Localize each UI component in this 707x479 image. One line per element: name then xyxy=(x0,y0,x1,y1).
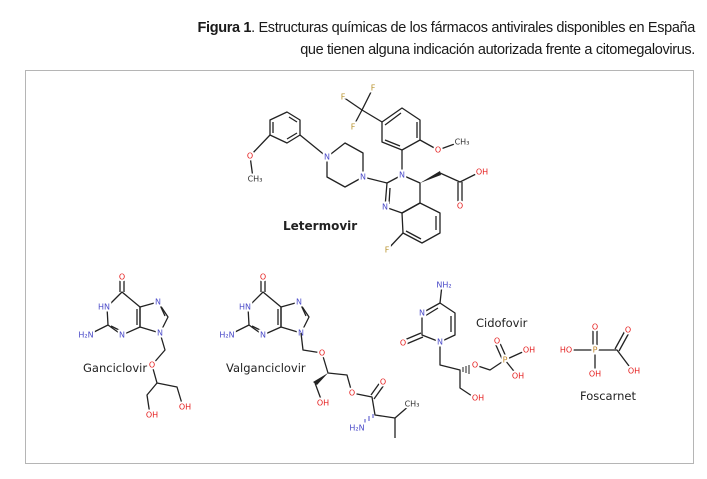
valganciclovir-side-chain: O OH O O H₂N CH₃ xyxy=(300,332,421,438)
svg-text:OH: OH xyxy=(472,394,484,403)
foscarnet-label: Foscarnet xyxy=(580,389,637,403)
svg-text:CH₃: CH₃ xyxy=(455,138,470,147)
svg-text:O: O xyxy=(625,326,631,335)
svg-text:OH: OH xyxy=(523,346,535,355)
svg-text:H₂N: H₂N xyxy=(219,331,234,340)
svg-text:O: O xyxy=(319,349,325,358)
figure-caption: Figura 1. Estructuras químicas de los fá… xyxy=(197,17,696,61)
svg-text:CH₃: CH₃ xyxy=(405,400,420,409)
svg-text:HO: HO xyxy=(560,346,572,355)
svg-text:O: O xyxy=(247,152,253,161)
svg-text:N: N xyxy=(360,173,366,182)
foscarnet-structure: HO P O OH O OH xyxy=(558,321,642,381)
svg-text:O: O xyxy=(400,339,406,348)
svg-text:OH: OH xyxy=(512,372,524,381)
letermovir-label: Letermovir xyxy=(283,219,358,233)
svg-text:H₂N: H₂N xyxy=(78,331,93,340)
svg-text:O: O xyxy=(349,389,355,398)
figure-frame xyxy=(25,70,694,464)
svg-text:F: F xyxy=(385,246,390,255)
svg-text:O: O xyxy=(260,273,266,282)
svg-text:O: O xyxy=(435,146,441,155)
svg-text:HN: HN xyxy=(98,303,110,312)
svg-text:N: N xyxy=(419,309,425,318)
cidofovir-label: Cidofovir xyxy=(476,316,528,330)
svg-text:O: O xyxy=(457,202,463,211)
svg-text:P: P xyxy=(503,356,508,365)
svg-text:N: N xyxy=(157,329,163,338)
svg-text:O: O xyxy=(494,337,500,346)
svg-text:HN: HN xyxy=(239,303,251,312)
svg-text:N: N xyxy=(119,331,125,340)
svg-text:OH: OH xyxy=(628,367,640,376)
svg-text:O: O xyxy=(472,361,478,370)
figure-label: Figura 1 xyxy=(197,20,252,36)
svg-text:OH: OH xyxy=(589,370,601,379)
svg-text:OH: OH xyxy=(317,399,329,408)
valganciclovir-label: Valganciclovir xyxy=(226,361,306,375)
svg-text:N: N xyxy=(155,298,161,307)
svg-text:F: F xyxy=(351,123,356,132)
cidofovir-structure: NH₂ N O N O P O OH OH OH xyxy=(398,279,537,405)
svg-text:F: F xyxy=(341,93,346,102)
svg-text:P: P xyxy=(593,346,598,355)
svg-text:OH: OH xyxy=(476,168,488,177)
svg-text:F: F xyxy=(371,84,376,93)
letermovir-structure: O CH₃ N N N N F O CH₃ F F F OH O xyxy=(245,82,490,257)
svg-text:OH: OH xyxy=(146,411,158,420)
ganciclovir-structure: O HN H₂N N N N O OH OH xyxy=(76,271,193,422)
svg-text:O: O xyxy=(119,273,125,282)
caption-line-1: . Estructuras químicas de los fármacos a… xyxy=(251,20,695,36)
svg-text:O: O xyxy=(380,378,386,387)
svg-text:OH: OH xyxy=(179,403,191,412)
svg-text:N: N xyxy=(437,338,443,347)
svg-text:H₂N: H₂N xyxy=(349,424,364,433)
svg-text:N: N xyxy=(324,153,330,162)
svg-text:O: O xyxy=(149,361,155,370)
svg-text:N: N xyxy=(399,171,405,180)
svg-text:N: N xyxy=(260,331,266,340)
svg-text:N: N xyxy=(296,298,302,307)
caption-line-2: que tienen alguna indicación autorizada … xyxy=(300,42,695,58)
svg-text:N: N xyxy=(382,203,388,212)
ganciclovir-label: Ganciclovir xyxy=(83,361,148,375)
svg-text:O: O xyxy=(592,323,598,332)
svg-text:NH₂: NH₂ xyxy=(436,281,451,290)
svg-text:CH₃: CH₃ xyxy=(248,175,263,184)
